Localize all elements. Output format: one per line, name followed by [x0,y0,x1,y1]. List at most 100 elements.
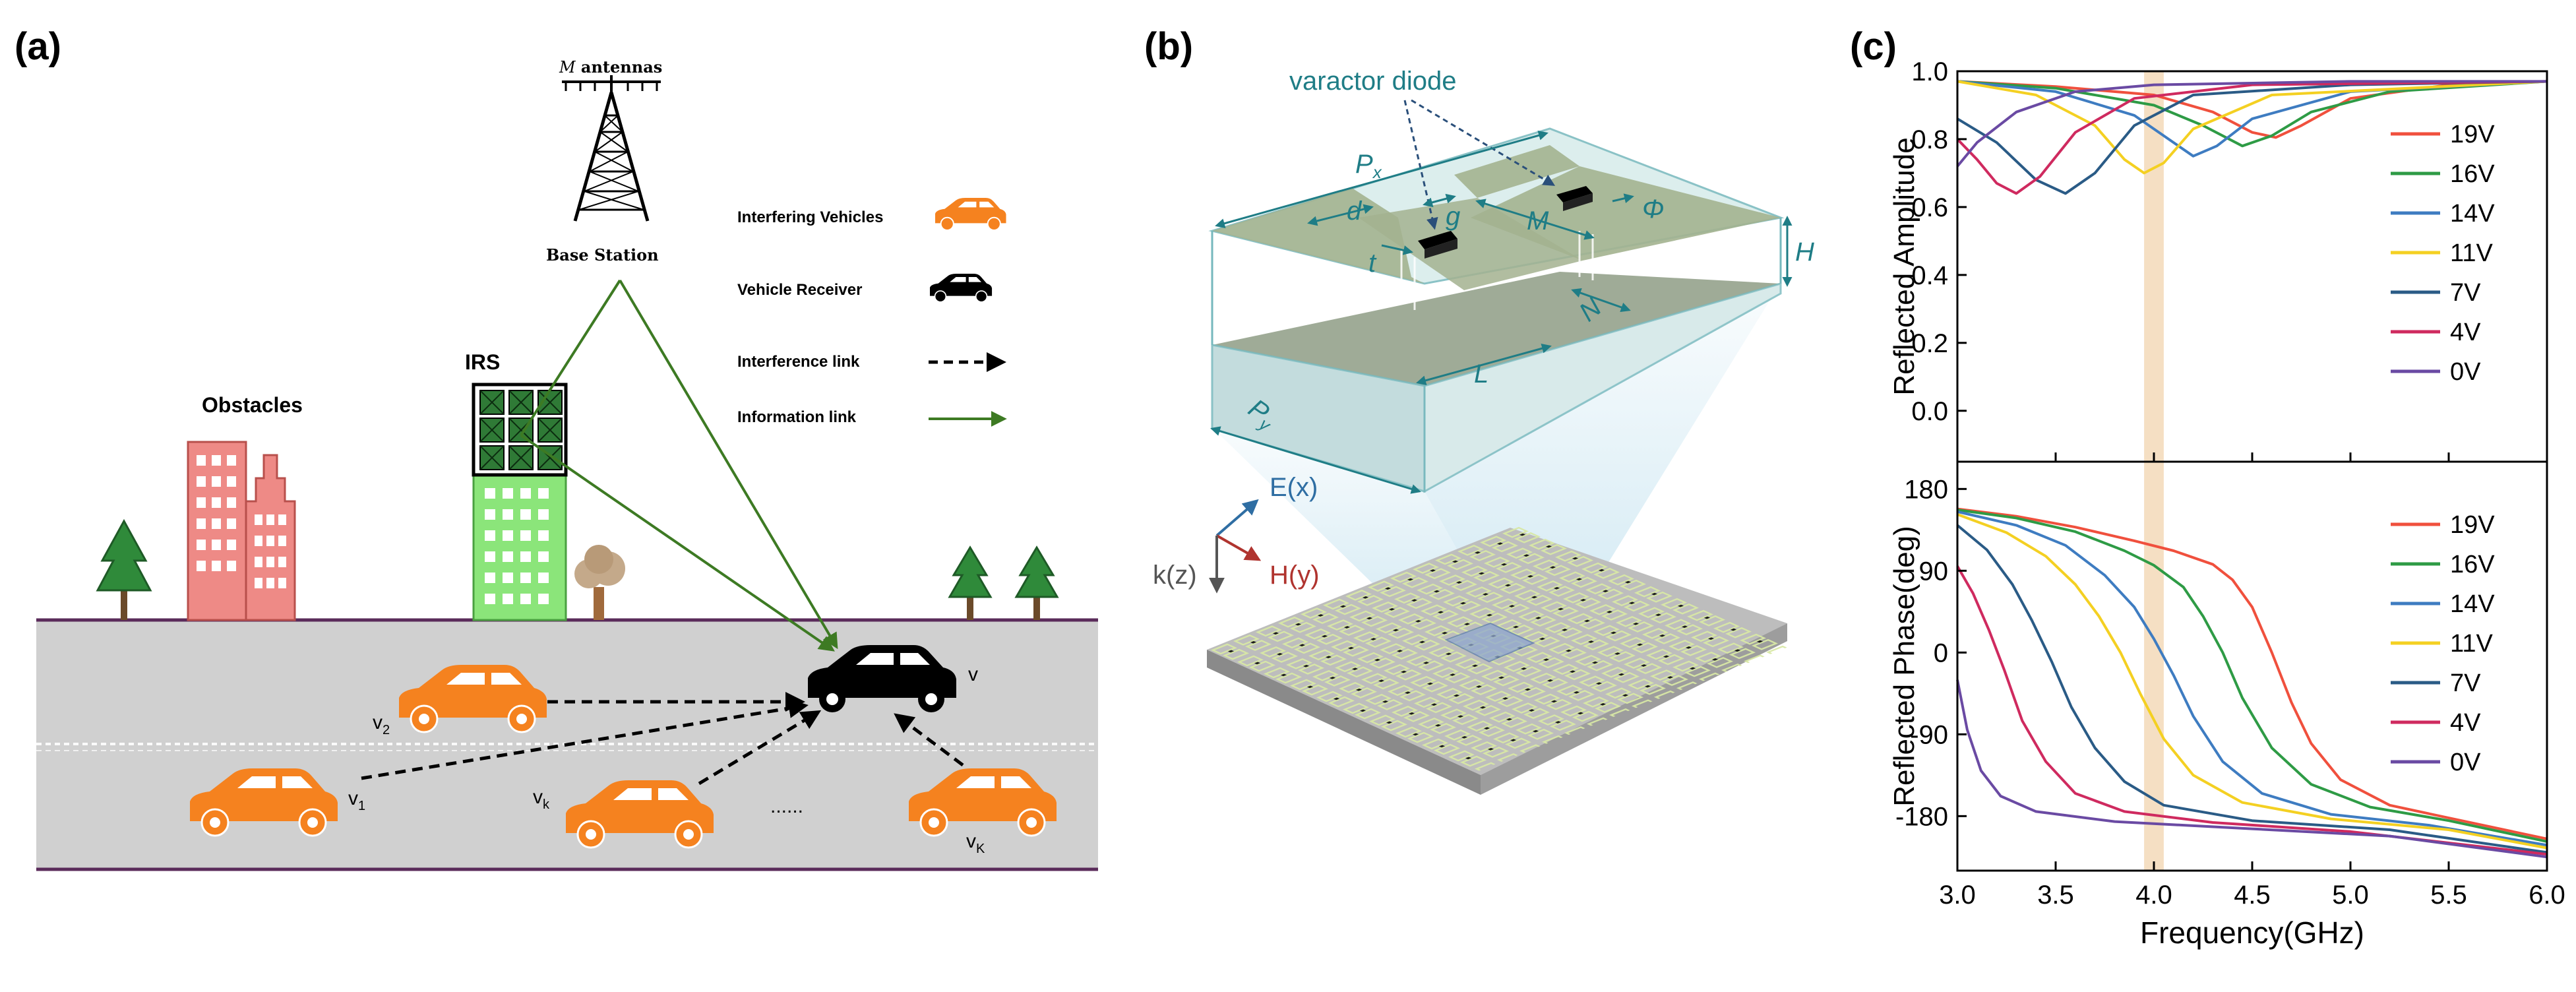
series-line-4V [1956,80,2548,195]
svg-text:d: d [1347,197,1363,226]
bush-tree-icon [574,545,625,620]
h-axis-label: H(y) [1270,561,1320,590]
y-tick-label: -180 [1895,802,1948,831]
panel-a-label: (a) [15,25,61,68]
legend-label: 0V [2450,358,2481,386]
series-line-16V [1957,80,2548,148]
svg-text:t: t [1368,249,1377,278]
x-tick-label: 5.5 [2430,881,2467,910]
svg-text:Px: Px [1355,150,1382,182]
series-line-11V [1957,80,2548,175]
series-line-16V [1957,509,2548,843]
y-tick-label: -90 [1910,720,1948,749]
obstacles-label: Obstacles [202,393,303,417]
dimension-lines [1210,131,1793,494]
legend-label: 14V [2450,590,2495,618]
e-axis-label: E(x) [1270,473,1318,502]
interference-links [361,692,964,786]
legend-label: 11V [2450,239,2493,267]
tree-icon [96,518,152,620]
y-tick-label: 0.2 [1911,329,1948,358]
vk-label: vk [533,786,550,812]
legend-interfering-vehicles: Interfering Vehicles [737,208,883,226]
series-line-11V [1957,513,2548,850]
panel-c-label: (c) [1850,25,1897,68]
interfering-car-icon [909,768,1057,837]
y-tick-label: 0.6 [1911,193,1948,222]
legend-label: 16V [2450,160,2495,188]
series-line-0V [1956,679,2548,859]
interfering-car-icon [190,768,338,837]
dots-ellipsis: ...... [770,795,803,817]
vK-label: vK [966,830,985,856]
y-tick-label: 180 [1904,475,1948,504]
base-station-label: Base Station [546,245,659,264]
legend-label: 7V [2450,279,2481,307]
svg-text:M: M [1527,206,1549,235]
x-tick-label: 6.0 [2529,881,2565,910]
legend-label: 4V [2450,709,2481,737]
interfering-car-icon [566,780,714,849]
svg-text:H: H [1795,237,1814,266]
svg-text:Φ: Φ [1642,195,1664,224]
x-tick-label: 4.0 [2135,881,2172,910]
legend-label: 0V [2450,749,2481,776]
panel-a: (a) Obstacles [15,25,1098,871]
unit-cell [1208,127,1785,493]
v2-label: v2 [373,712,390,737]
series-line-14V [1957,510,2548,847]
y-tick-label: 0.8 [1911,125,1948,154]
antenna-label: M antennas [559,57,662,77]
v1-label: v1 [348,788,365,813]
varactor-diode-1 [1418,231,1457,249]
legend-label: 7V [2450,669,2481,697]
obstacle-building-tall [245,454,296,621]
interfering-car-icon [399,665,547,733]
y-tick-label: 0 [1934,638,1948,667]
legend-label: 19V [2450,121,2495,148]
panel-a-legend: Interfering Vehicles Vehicle Receiver In… [737,198,1007,427]
y-tick-label: 1.0 [1911,57,1948,86]
x-tick-label: 5.0 [2332,881,2369,910]
svg-text:g: g [1446,202,1460,231]
receiver-car-icon [808,645,956,712]
information-links [520,279,838,652]
series-line-19V [1957,507,2548,840]
x-tick-label: 4.5 [2234,881,2271,910]
y-tick-label: 0.0 [1911,397,1948,426]
panel-b: (b) [1144,25,1814,795]
x-tick-label: 3.0 [1939,881,1976,910]
highlight-band [2144,71,2164,462]
legend-vehicle-receiver: Vehicle Receiver [737,281,862,299]
varactor-label: varactor diode [1289,67,1456,96]
series-line-7V [1956,524,2548,854]
field-axes: E(x) H(y) k(z) [1153,473,1320,594]
legend-interference-link: Interference link [737,353,860,371]
legend-label: 14V [2450,200,2495,228]
svg-text:L: L [1474,359,1488,388]
k-axis-label: k(z) [1153,561,1197,590]
y-tick-label: 0.4 [1911,261,1948,290]
y-axis-label: Reflected Phase(deg) [1888,526,1920,807]
y-axis-label: Reflected Amplitude [1888,137,1920,395]
series-line-14V [1957,80,2548,158]
legend-label: 4V [2450,319,2481,346]
legend-label: 11V [2450,630,2493,658]
legend-label: 16V [2450,551,2495,578]
tree-icon [1014,545,1059,620]
panel-b-label: (b) [1144,25,1193,68]
legend-information-link: Information link [737,408,857,426]
y-tick-label: 90 [1919,557,1949,586]
highlight-band [2144,462,2164,871]
obstacle-building [187,441,247,621]
tree-icon [948,545,993,620]
series-line-4V [1956,565,2548,856]
series-line-7V [1956,80,2548,195]
legend-label: 19V [2450,511,2495,539]
irs-building [472,383,568,621]
x-axis-label: Frequency(GHz) [2140,915,2364,950]
x-tick-label: 3.5 [2037,881,2074,910]
legend-black-car-icon [930,274,993,303]
